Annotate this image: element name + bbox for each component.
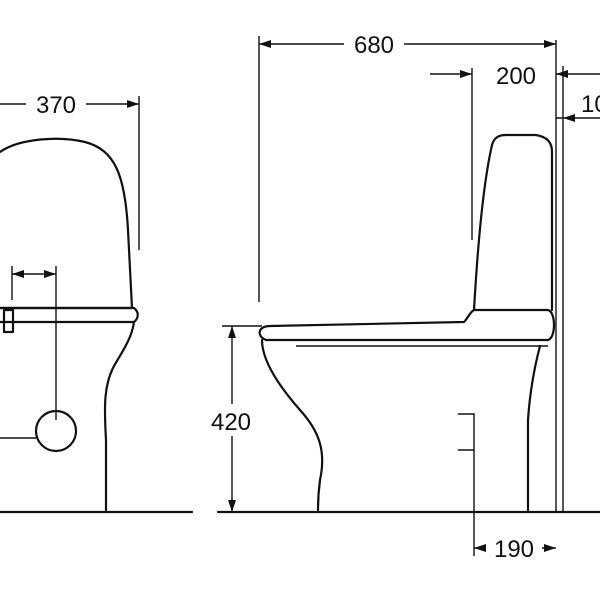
dim-valve-arrow-left xyxy=(12,270,24,278)
front-lid-line xyxy=(0,306,139,324)
side-base-outline xyxy=(526,344,542,512)
side-outlet-bracket xyxy=(458,413,475,451)
dim-680-arrow-left xyxy=(259,40,271,48)
dimension-outlet-offset: 190 xyxy=(473,450,556,563)
dim-190-arrow-left xyxy=(474,544,486,552)
side-view: 680 200 10 420 xyxy=(202,30,600,563)
front-bowl-outline xyxy=(103,320,136,512)
dim-190-label: 190 xyxy=(494,536,534,563)
side-seat-outline xyxy=(258,308,556,342)
side-bowl-outline xyxy=(260,338,324,512)
dimension-wall-gap: 10 xyxy=(556,91,600,122)
dim-680-label: 680 xyxy=(354,32,394,59)
dim-190-arrow-right xyxy=(544,544,556,552)
dim-420-label: 420 xyxy=(211,409,251,436)
front-view: 370 xyxy=(0,88,194,514)
dim-370-label: 370 xyxy=(36,92,76,119)
dim-370-arrow xyxy=(127,100,139,108)
front-valve-icon xyxy=(2,308,15,334)
dim-200-label: 200 xyxy=(496,63,536,90)
front-tank-outline xyxy=(0,137,134,310)
dim-200-arrow-left xyxy=(460,70,472,78)
dimension-total-depth: 680 xyxy=(258,30,556,302)
side-tank-outline xyxy=(472,133,554,312)
dim-10-label: 10 xyxy=(581,91,600,118)
dim-680-arrow-right xyxy=(544,40,556,48)
dim-420-arrow-bottom xyxy=(228,500,236,512)
dim-valve-arrow-right xyxy=(44,270,56,278)
dimension-tank-depth: 200 xyxy=(430,60,600,240)
dim-200-arrow-right xyxy=(556,70,568,78)
dim-420-arrow-top xyxy=(228,326,236,338)
dimension-valve-offset xyxy=(11,266,57,420)
dimension-seat-height: 420 xyxy=(202,325,262,512)
dim-10-arrow xyxy=(563,114,575,122)
dimension-width: 370 xyxy=(0,88,140,250)
